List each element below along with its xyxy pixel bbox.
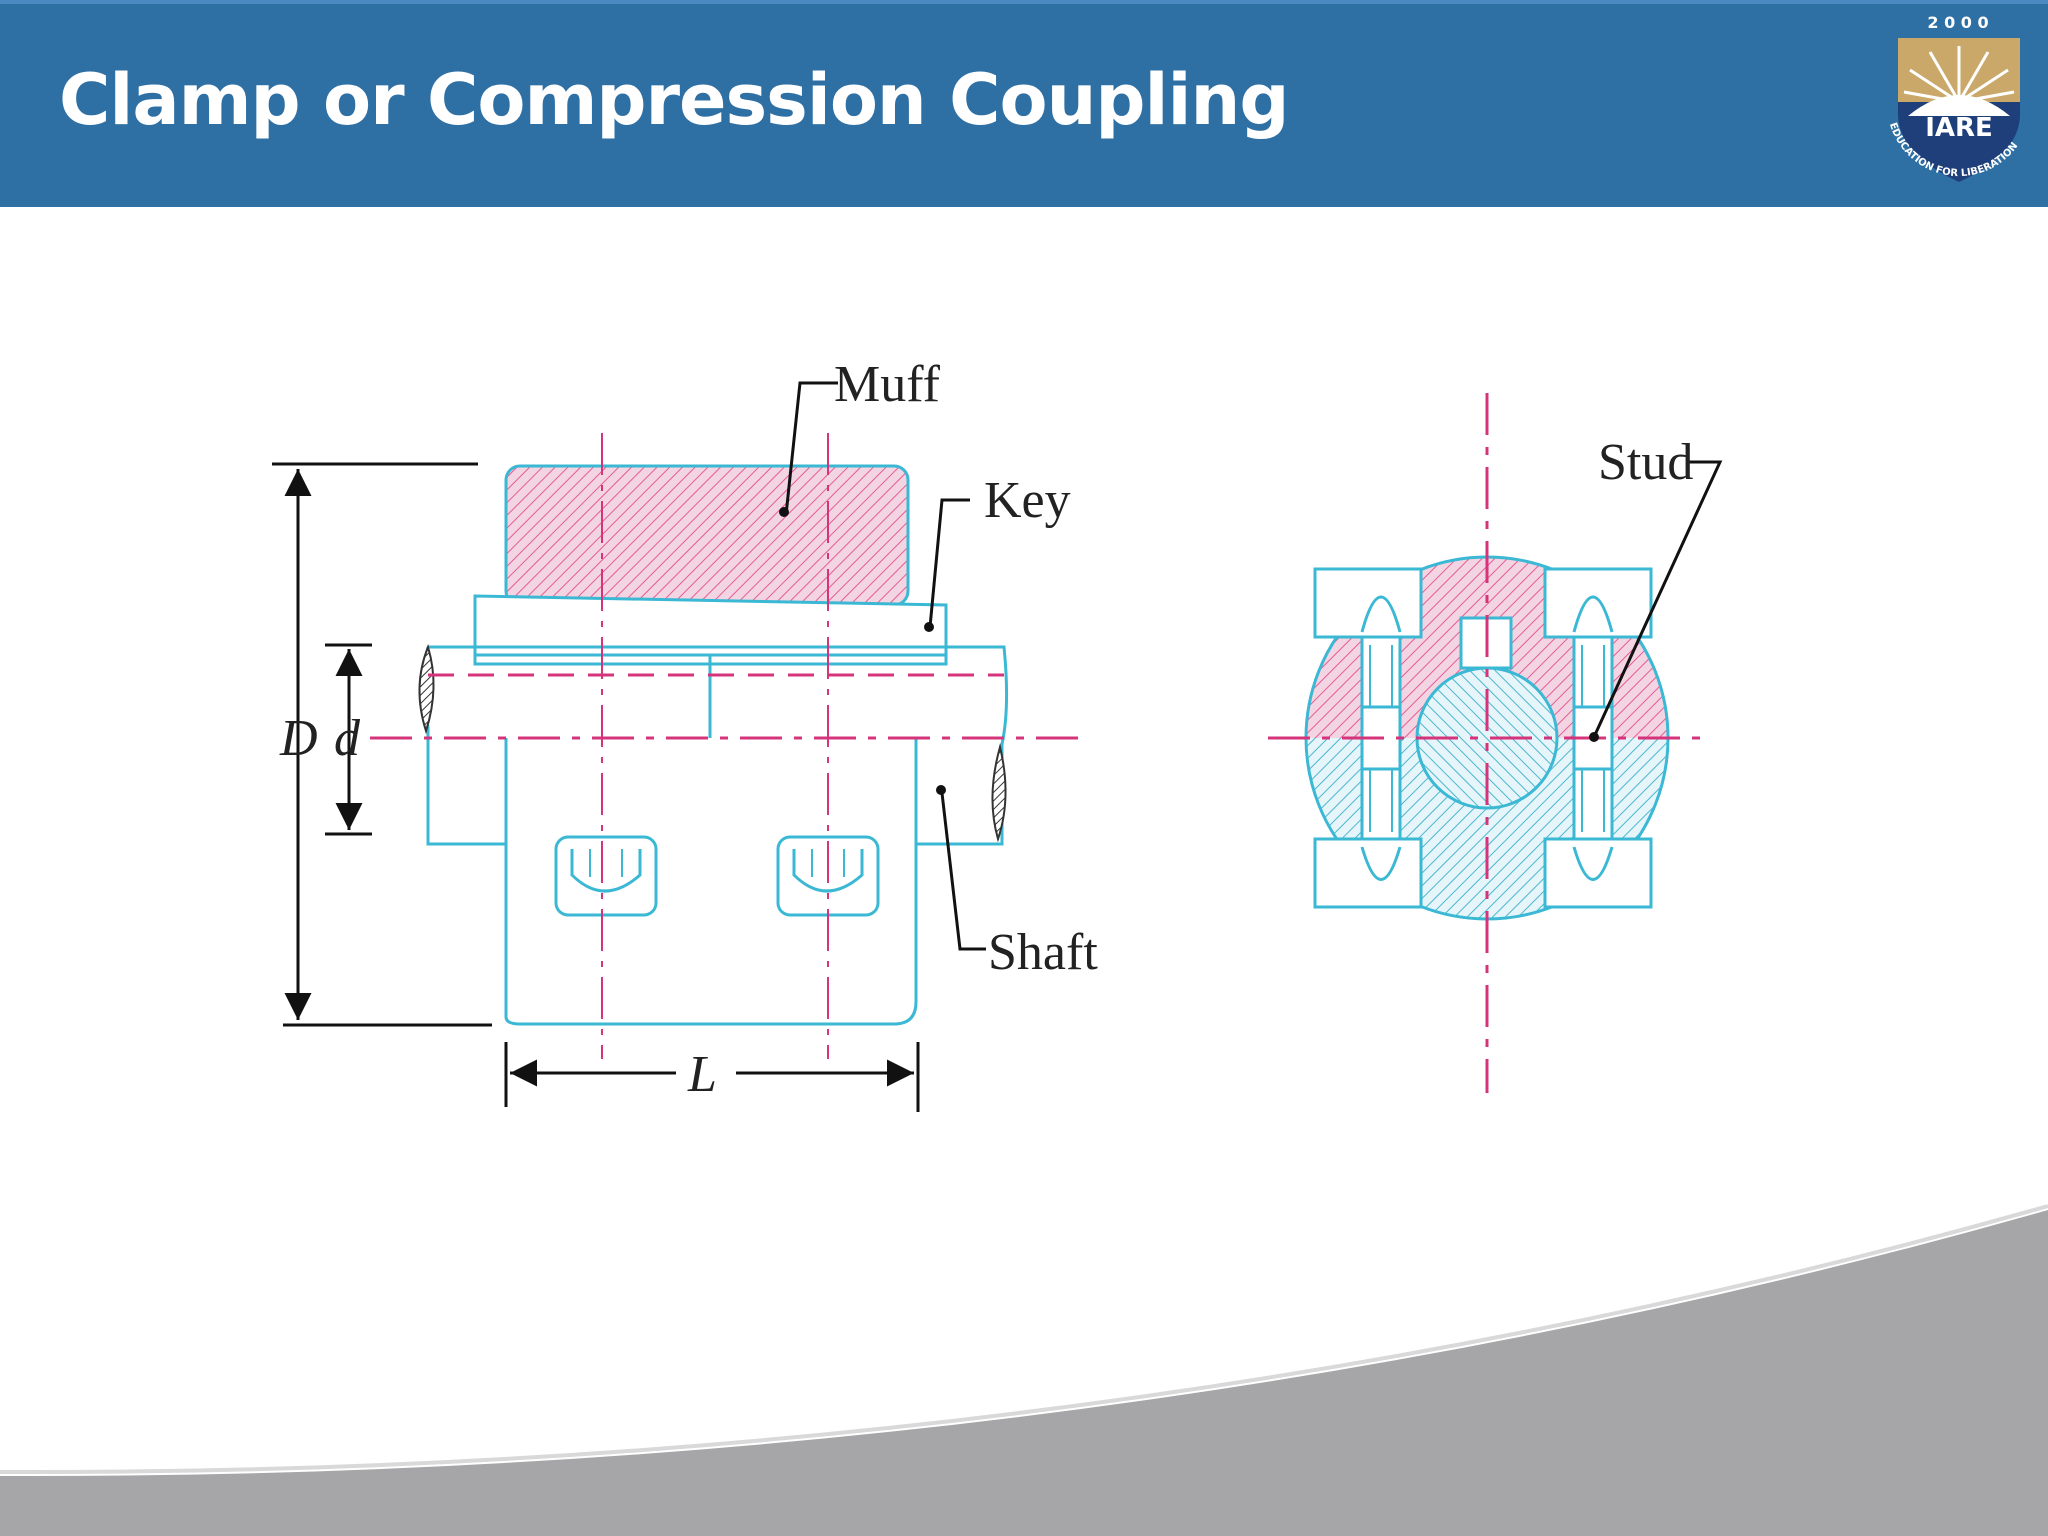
shaft-left-end	[418, 643, 435, 735]
label-outer-diameter: D	[279, 710, 318, 767]
footer-wave	[0, 1204, 2048, 1536]
side-view: Muff Key Shaft D d L	[272, 356, 1098, 1112]
shaft-right-end	[991, 743, 1007, 843]
muff-lower-half	[504, 738, 918, 1026]
label-length: L	[687, 1046, 717, 1103]
coupling-diagram: Muff Key Shaft D d L	[272, 356, 1723, 1112]
iare-logo: 2 0 0 0 IARE EDUCATION FOR LIBERATION	[1887, 13, 2020, 182]
slide-title: Clamp or Compression Coupling	[59, 59, 1289, 141]
title-bar-accent-line	[0, 0, 2048, 4]
end-view: Stud	[1268, 393, 1723, 1093]
label-shaft-diameter: d	[334, 710, 361, 767]
label-muff: Muff	[834, 356, 941, 413]
label-key: Key	[984, 472, 1071, 529]
label-shaft: Shaft	[988, 924, 1098, 981]
muff-upper-half	[504, 464, 910, 607]
logo-name: IARE	[1925, 113, 1993, 143]
bolt-head-left	[554, 835, 658, 917]
logo-year: 2 0 0 0	[1927, 13, 1988, 32]
title-bar: Clamp or Compression Coupling 2 0 0 0 IA…	[0, 0, 2048, 207]
label-stud: Stud	[1598, 434, 1693, 491]
